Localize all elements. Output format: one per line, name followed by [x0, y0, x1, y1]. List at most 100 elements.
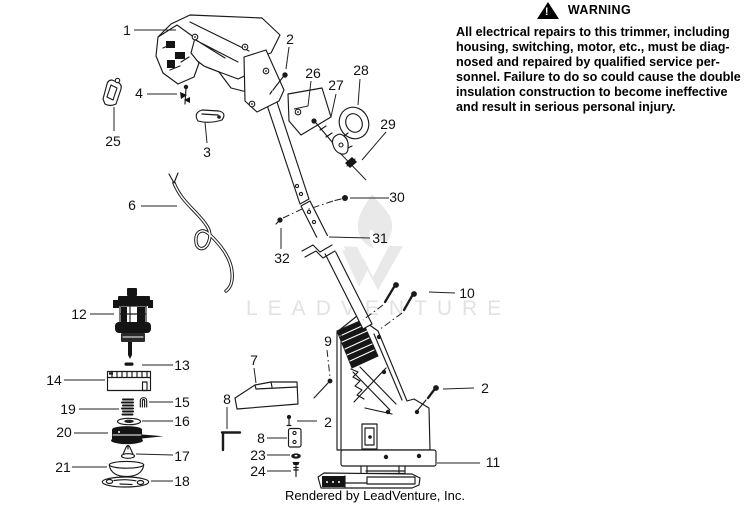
callout-leader-line: [328, 236, 371, 239]
callout-label: 2: [286, 31, 294, 47]
callout-6: 6: [128, 197, 177, 213]
callout-leader-line: [442, 387, 475, 390]
callout-label: 10: [459, 285, 475, 301]
warning-exclamation: !: [544, 5, 549, 18]
warning-line: All electrical repairs to this trimmer, …: [456, 25, 730, 39]
warning-line: and result in serious personal injury.: [456, 99, 676, 114]
callout-label: 21: [55, 459, 71, 475]
part-29-bolt: [339, 152, 367, 181]
part-3-handle-grip: [195, 109, 225, 123]
part-9-screw: [313, 378, 333, 399]
part-20-spool: [111, 426, 164, 445]
part-17-eyelet: [120, 444, 136, 459]
part-7-shield: [234, 381, 299, 410]
callout-2: 2: [297, 414, 332, 430]
warning-triangle-icon: !: [536, 1, 559, 19]
callout-4: 4: [135, 85, 177, 101]
callout-leader-line: [204, 121, 208, 144]
warning-body: All electrical repairs to this trimmer, …: [456, 25, 741, 114]
callout-leader-line: [326, 349, 331, 378]
render-caption: Rendered by LeadVenture, Inc.: [285, 488, 465, 503]
callout-label: 3: [203, 144, 211, 160]
callout-label: 18: [174, 473, 190, 489]
callout-label: 1: [123, 22, 131, 38]
warning-line: nosed and repaired by qualified service …: [456, 54, 720, 69]
callout-12: 12: [71, 306, 114, 322]
part-2-screw-middle: [286, 414, 292, 427]
part-1-handle-housing: [155, 14, 332, 136]
callout-17: 17: [135, 448, 190, 464]
part-15-clip: [139, 397, 148, 408]
part-14-spool-box: [106, 370, 152, 392]
callout-25: 25: [105, 107, 121, 149]
callout-leader-line: [253, 367, 257, 384]
warning-title: WARNING: [567, 3, 632, 17]
callout-30: 30: [350, 189, 405, 205]
callout-9: 9: [324, 333, 332, 378]
callout-label: 30: [389, 189, 405, 205]
callout-10: 10: [428, 285, 475, 301]
part-8-allen-wrench: [220, 431, 242, 452]
callout-label: 19: [60, 401, 76, 417]
callout-label: 13: [174, 357, 190, 373]
callout-31: 31: [328, 230, 388, 246]
callout-leader-line: [293, 80, 312, 110]
callout-2: 2: [442, 380, 489, 396]
callout-label: 2: [324, 414, 332, 430]
part-2-screw-top: [269, 72, 288, 95]
callout-layer: 1225432627282930313261213141519162017211…: [46, 22, 500, 489]
callout-label: 31: [372, 230, 388, 246]
warning-block: ! WARNING All electrical repairs to this…: [456, 1, 741, 114]
callout-label: 12: [71, 306, 87, 322]
callout-11: 11: [437, 454, 500, 470]
part-6-cable: [168, 172, 234, 293]
callout-20: 20: [56, 424, 108, 440]
part-25-hanger-bracket: [102, 77, 122, 107]
callout-label: 23: [250, 447, 266, 463]
callout-leader-line: [361, 131, 387, 161]
callout-26: 26: [293, 65, 321, 110]
callout-leader-line: [357, 78, 361, 106]
callout-label: 8: [223, 391, 231, 407]
callout-label: 28: [353, 62, 369, 78]
watermark-text: LEADVENTURE: [246, 297, 512, 320]
callout-leader-line: [135, 453, 174, 456]
part-32-screw: [275, 208, 303, 225]
callout-label: 16: [174, 413, 190, 429]
callout-label: 9: [324, 333, 332, 349]
part-2-screw-right: [416, 385, 439, 412]
callout-32: 32: [274, 228, 290, 266]
callout-19: 19: [60, 401, 119, 417]
part-31-lower-shaft: [300, 200, 373, 330]
callout-2: 2: [285, 31, 294, 70]
part-13-pin: [124, 362, 134, 366]
callout-24: 24: [250, 463, 291, 479]
warning-line: insulation construction to become ineffe…: [456, 84, 728, 99]
callout-15: 15: [149, 394, 190, 410]
callout-label: 8: [257, 430, 265, 446]
callout-leader-line: [428, 291, 456, 294]
callout-3: 3: [203, 121, 211, 160]
callout-29: 29: [361, 116, 396, 161]
housing-screw-holes: [191, 33, 302, 116]
leadventure-flame-watermark: [340, 194, 403, 290]
callout-8: 8: [223, 391, 231, 429]
callout-27: 27: [328, 77, 344, 118]
callout-21: 21: [55, 459, 107, 475]
callout-label: 4: [135, 85, 143, 101]
part-30-screw: [305, 195, 348, 211]
warning-line: housing, switching, motor, etc., must be…: [456, 39, 730, 54]
callout-label: 25: [105, 133, 121, 149]
callout-label: 11: [486, 454, 501, 470]
callout-leader-line: [330, 93, 337, 118]
callout-16: 16: [142, 413, 190, 429]
callout-7: 7: [250, 352, 258, 384]
callout-label: 26: [305, 65, 321, 81]
part-12-motor-assembly: [113, 288, 153, 359]
callout-1: 1: [123, 22, 176, 38]
callout-leader-line: [285, 46, 290, 70]
warning-line: sonnel. Failure to do so could cause the…: [456, 69, 741, 84]
part-28-loop-handle: [331, 106, 370, 155]
part-21-spool-cover: [108, 460, 145, 478]
